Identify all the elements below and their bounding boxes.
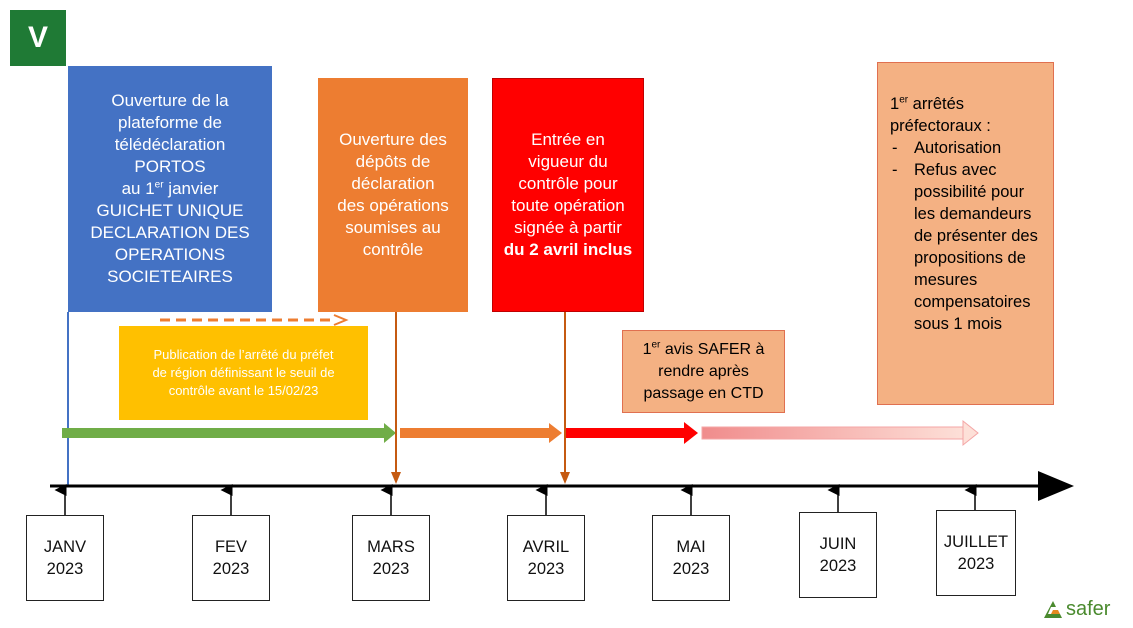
depots-line: déclaration	[351, 174, 435, 193]
depots-line: Ouverture des	[339, 130, 447, 149]
depots-line: soumises au	[345, 218, 441, 237]
orange-period-arrow-head	[549, 423, 562, 443]
entree-line: du 2 avril inclus	[503, 240, 633, 259]
portos-line: télédéclaration	[114, 135, 226, 154]
month-name: JUILLET	[943, 533, 1009, 551]
entree-line: signée à partir	[514, 218, 622, 237]
arretes-list-item: Refus avec possibilité pour les demandeu…	[890, 159, 1038, 335]
month-name: AVRIL	[522, 538, 570, 556]
safer-logo-icon	[1044, 601, 1062, 618]
month-box-avril: AVRIL 2023	[507, 515, 585, 601]
entree-line: toute opération	[511, 196, 625, 215]
portos-line: au 1er janvier	[121, 179, 219, 198]
publication-line: Publication de l’arrêté du préfet	[153, 347, 334, 362]
mars-connector-head	[391, 472, 401, 484]
entree-line: vigueur du	[528, 152, 608, 171]
month-year: 2023	[527, 560, 565, 578]
arretes-line: préfectoraux :	[890, 117, 991, 135]
month-year: 2023	[212, 560, 250, 578]
month-box-janv: JANV 2023	[26, 515, 104, 601]
avis-line: rendre après	[658, 362, 749, 380]
month-year: 2023	[46, 560, 84, 578]
portos-line: plateforme de	[118, 113, 222, 132]
pink-period-arrow	[701, 426, 965, 440]
avis-safer-box: 1er avis SAFER à rendre après passage en…	[622, 330, 785, 413]
dashed-orange-arrow-head	[333, 314, 349, 326]
avis-line: passage en CTD	[643, 384, 764, 402]
arretes-list-item: Autorisation	[890, 137, 1038, 159]
safer-logo-text: safer	[1066, 597, 1111, 620]
entree-en-vigueur-box: Entrée en vigueur du contrôle pour toute…	[492, 78, 644, 312]
month-box-mai: MAI 2023	[652, 515, 730, 601]
avril-connector-head	[560, 472, 570, 484]
red-period-arrow-head	[684, 422, 698, 444]
arretes-prefectoraux-box: 1er arrêtés préfectoraux : Autorisation …	[877, 62, 1054, 405]
month-year: 2023	[372, 560, 410, 578]
month-year: 2023	[819, 557, 857, 575]
green-period-arrow-head	[384, 423, 396, 443]
month-name: JUIN	[819, 535, 857, 553]
month-name: MAI	[676, 538, 706, 556]
safer-logo: safer	[1042, 596, 1132, 622]
arretes-line: 1er arrêtés	[890, 94, 965, 113]
portos-box: Ouverture de la plateforme de télédéclar…	[68, 66, 272, 312]
depots-line: dépôts de	[355, 152, 431, 171]
portos-line: SOCIETEAIRES	[107, 267, 233, 286]
month-year: 2023	[672, 560, 710, 578]
depots-line: contrôle	[362, 240, 424, 259]
publication-arrete-box: Publication de l’arrêté du préfet de rég…	[119, 326, 368, 420]
month-box-fev: FEV 2023	[192, 515, 270, 601]
green-period-arrow	[62, 428, 384, 438]
red-period-arrow	[566, 428, 686, 438]
month-name: FEV	[214, 538, 248, 556]
publication-line: contrôle avant le 15/02/23	[168, 383, 319, 398]
portos-line: DECLARATION DES	[90, 223, 250, 242]
month-name: MARS	[367, 538, 415, 556]
month-box-juillet: JUILLET 2023	[936, 510, 1016, 596]
month-box-juin: JUIN 2023	[799, 512, 877, 598]
depots-box: Ouverture des dépôts de déclaration des …	[318, 78, 468, 312]
portos-line: OPERATIONS	[114, 245, 226, 264]
orange-period-arrow	[400, 428, 550, 438]
arretes-list: Autorisation Refus avec possibilité pour…	[890, 137, 1038, 335]
avis-line: 1er avis SAFER à	[642, 339, 765, 358]
pink-period-arrow-head	[962, 419, 979, 447]
entree-line: Entrée en	[531, 130, 605, 149]
section-badge-label: V	[27, 21, 48, 54]
month-box-mars: MARS 2023	[352, 515, 430, 601]
portos-line: PORTOS	[134, 157, 206, 176]
entree-line: contrôle pour	[518, 174, 618, 193]
depots-line: des opérations	[337, 196, 449, 215]
publication-line: de région définissant le seuil de	[152, 365, 335, 380]
portos-line: GUICHET UNIQUE	[96, 201, 244, 220]
portos-line: Ouverture de la	[111, 91, 229, 110]
month-year: 2023	[957, 555, 995, 573]
section-badge: V	[10, 10, 66, 66]
month-name: JANV	[43, 538, 87, 556]
